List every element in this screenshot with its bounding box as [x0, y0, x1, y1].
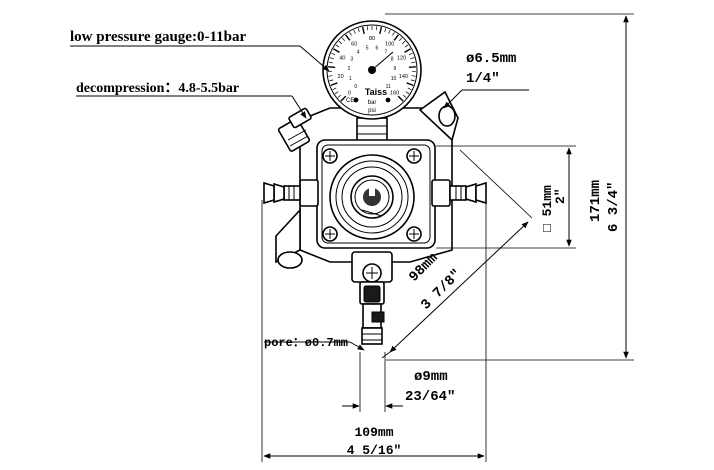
gauge-bar-label: 9 — [394, 66, 397, 72]
gauge-psi-label: 40 — [339, 56, 345, 62]
width-mm-label: 109mm — [354, 425, 393, 440]
dimension-lines — [261, 15, 634, 462]
regulator-body — [316, 139, 436, 249]
gauge-tick — [334, 91, 339, 95]
mount-inch-label: 2″ — [553, 188, 568, 204]
gauge-tick — [338, 40, 342, 45]
gauge-bar-label: 10 — [391, 76, 397, 82]
leader-lines — [70, 45, 529, 351]
outlet-inch-label: 1/4″ — [466, 71, 500, 87]
gauge-tick — [405, 91, 410, 95]
gauge-tick — [408, 52, 413, 56]
gauge-label: low pressure gauge:0-11bar — [70, 29, 246, 45]
gauge-bar-label: 2 — [348, 66, 351, 72]
gauge-bar-label: 8 — [391, 57, 394, 63]
gauge-tick — [397, 95, 404, 102]
gauge-bar-label: 1 — [349, 76, 352, 82]
gauge-tick — [330, 82, 338, 87]
gauge-tick — [341, 37, 345, 41]
gauge-tick — [410, 57, 415, 60]
right-barb-fitting — [431, 179, 487, 207]
gauge-tick — [349, 31, 352, 36]
gauge-bar-label: 0 — [354, 84, 357, 90]
bolt-bottom-left — [322, 226, 338, 242]
gauge-bar-label: 3 — [350, 57, 353, 63]
mount-mm-label: □ 51mm — [540, 185, 555, 232]
gauge-tick — [328, 61, 333, 64]
gauge-tick — [393, 34, 399, 41]
gauge-tick — [384, 28, 387, 33]
gauge-psi-label: 60 — [351, 41, 357, 47]
gauge-tick — [333, 48, 340, 53]
gauge-psi-label: 0 — [348, 91, 351, 97]
gauge-needle — [371, 51, 394, 71]
gauge-tick — [340, 95, 347, 102]
gauge-tick — [404, 48, 411, 53]
gauge-tick — [345, 34, 351, 41]
left-barb-fitting — [263, 179, 319, 207]
ce-mark: CE — [346, 98, 354, 104]
bolt-bottom-right — [406, 226, 422, 242]
gauge-psi-label: 120 — [397, 56, 406, 62]
gauge-tick — [399, 37, 403, 41]
gauge-tick — [404, 44, 409, 48]
bolt-top-right — [406, 148, 422, 164]
gauge-tick — [332, 87, 337, 91]
gauge-tick — [353, 29, 356, 34]
gauge-screw-right — [385, 97, 391, 103]
height-mm-label: 171mm — [588, 180, 604, 222]
gauge-tick — [329, 79, 334, 82]
gauge-psi-label: 160 — [390, 91, 399, 97]
nozzle-inch-label: 23/64″ — [405, 389, 455, 405]
gauge-bar-label: 4 — [357, 49, 360, 55]
gauge-tick — [406, 82, 414, 87]
width-inch-label: 4 5/16″ — [347, 443, 402, 458]
gauge-tick — [407, 87, 412, 91]
gauge-tick — [361, 26, 365, 34]
pore-label: pore：ø0.7mm — [264, 336, 348, 350]
decompression-label: decompression：4.8-5.5bar — [76, 81, 239, 96]
nozzle-mm-label: ø9mm — [414, 369, 448, 385]
gauge-psi-label: 20 — [338, 74, 344, 80]
gauge-bar-label: 5 — [366, 45, 369, 51]
gauge-tick — [411, 61, 416, 64]
gauge-unit-bar: bar — [368, 100, 377, 106]
gauge-psi-label: 80 — [369, 36, 375, 42]
gauge-screw-left — [353, 97, 359, 103]
gauge-psi-label: 140 — [399, 74, 408, 80]
gauge-tick — [379, 26, 383, 34]
gauge-tick — [388, 29, 391, 34]
outlet-mm-label: ø6.5mm — [466, 51, 516, 67]
gauge-bar-label: 7 — [384, 49, 387, 55]
gauge-hub — [368, 66, 376, 74]
gauge-tick — [402, 40, 406, 45]
gauge-tick — [335, 44, 340, 48]
gauge-unit-psi: psi — [368, 108, 376, 114]
adjuster-screw — [363, 188, 381, 206]
height-inch-label: 6 3/4″ — [606, 182, 622, 232]
gauge-tick — [329, 57, 334, 60]
shutoff-valve — [351, 251, 393, 345]
gauge-tick — [410, 79, 415, 82]
gauge-tick — [392, 31, 395, 36]
gauge-tick — [337, 94, 342, 98]
gauge-ticks — [328, 26, 416, 102]
bolt-top-left — [322, 148, 338, 164]
gauge-bar-label: 11 — [386, 84, 391, 90]
gauge-brand: Taiss — [365, 87, 387, 97]
gauge-tick — [331, 52, 336, 56]
gauge-psi-label: 100 — [385, 41, 394, 47]
gauge-tick — [328, 75, 333, 77]
gauge-bar-label: 6 — [375, 45, 378, 51]
gauge-stem — [356, 117, 388, 143]
gauge-tick — [411, 75, 416, 77]
gauge-tick — [357, 28, 360, 33]
gauge-tick — [402, 94, 407, 98]
